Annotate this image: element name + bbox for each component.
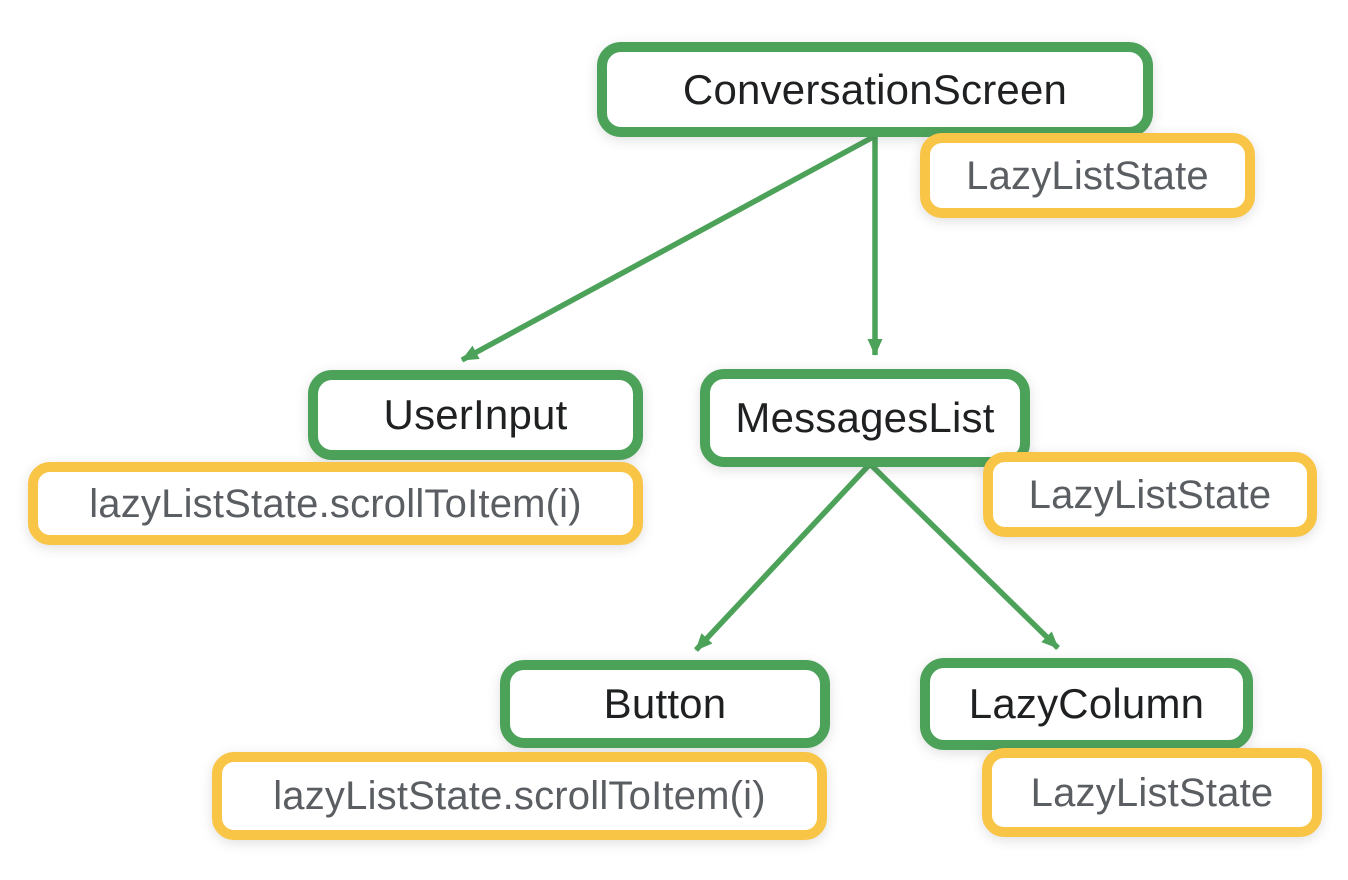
state-messages-list-lazyliststate-label: LazyListState	[1028, 472, 1272, 517]
node-messages-list: MessagesList	[700, 369, 1030, 467]
state-user-input-scrolltoitem-label: lazyListState.scrollToItem(i)	[89, 481, 582, 526]
node-messages-list-label: MessagesList	[735, 394, 995, 441]
state-conversation-screen-lazyliststate-label: LazyListState	[966, 153, 1209, 198]
node-lazy-column-label: LazyColumn	[968, 680, 1205, 727]
state-conversation-screen-lazyliststate: LazyListState	[920, 133, 1255, 218]
edge-messageslist-to-button	[693, 462, 873, 652]
state-lazy-column-lazyliststate-label: LazyListState	[1030, 770, 1274, 815]
state-button-scrolltoitem: lazyListState.scrollToItem(i)	[212, 752, 827, 840]
state-messages-list-lazyliststate: LazyListState	[983, 452, 1317, 537]
state-button-scrolltoitem-label: lazyListState.scrollToItem(i)	[273, 774, 766, 818]
state-lazy-column-lazyliststate: LazyListState	[982, 748, 1322, 837]
node-conversation-screen: ConversationScreen	[597, 42, 1153, 137]
edge-messageslist-to-lazycolumn	[868, 462, 1060, 650]
node-button-label: Button	[603, 680, 727, 727]
node-button: Button	[500, 660, 830, 748]
node-lazy-column: LazyColumn	[920, 658, 1253, 750]
edge-conversationscreen-to-userinput	[460, 133, 877, 363]
node-conversation-screen-label: ConversationScreen	[682, 65, 1068, 113]
state-user-input-scrolltoitem: lazyListState.scrollToItem(i)	[28, 462, 643, 545]
node-user-input: UserInput	[308, 370, 643, 460]
node-user-input-label: UserInput	[383, 391, 568, 438]
